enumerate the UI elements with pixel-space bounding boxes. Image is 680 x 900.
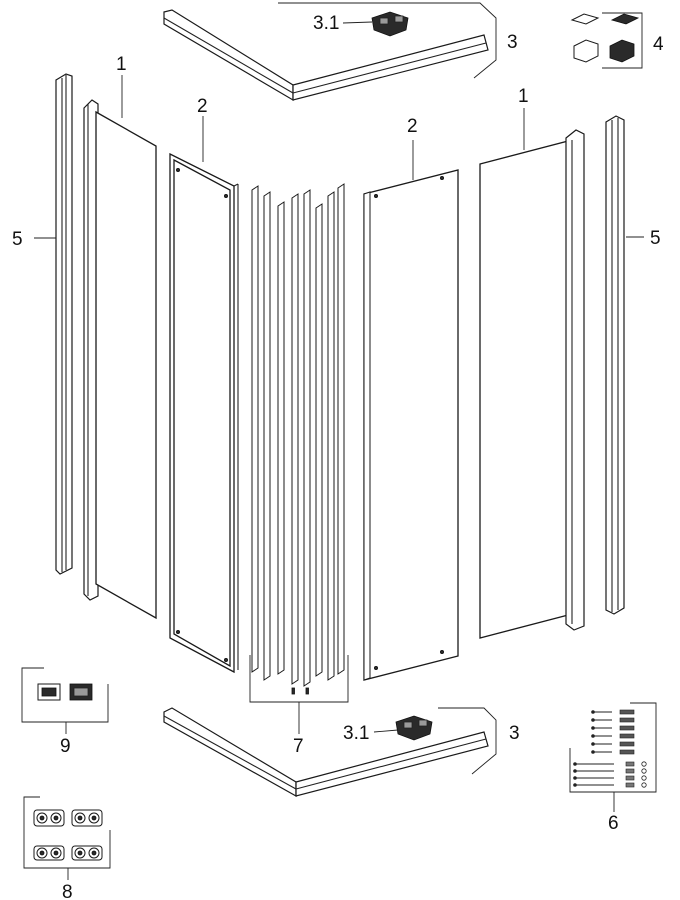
callout-6: 6	[608, 813, 619, 834]
washer	[641, 768, 647, 774]
screw-head	[573, 762, 577, 766]
callout-2-right: 2	[407, 116, 418, 137]
callout-2-left: 2	[197, 96, 208, 117]
callout-3-top: 3	[507, 32, 518, 53]
wall-plug	[619, 725, 635, 731]
wall-profile-right	[605, 115, 625, 615]
bottom-corner-profile	[163, 707, 489, 798]
small-plug	[625, 768, 635, 774]
screw-head	[591, 710, 595, 714]
seal-profiles-set	[251, 183, 345, 695]
screw-head	[591, 726, 595, 730]
screw-head	[573, 769, 577, 773]
leader-8-bracket	[23, 796, 111, 869]
callout-7: 7	[293, 736, 304, 757]
end-caps-set	[570, 13, 640, 63]
wall-plug	[619, 709, 635, 715]
leader-6-bracket	[569, 702, 657, 793]
callout-4: 4	[653, 34, 664, 55]
wall-profile-left	[55, 73, 73, 575]
callout-9: 9	[60, 736, 71, 757]
screw-head	[591, 750, 595, 754]
door-rollers-set	[33, 809, 103, 861]
callout-1-left: 1	[116, 54, 127, 75]
leader-3-top	[278, 2, 497, 79]
wall-plug	[619, 717, 635, 723]
callout-5-right: 5	[650, 228, 661, 249]
washer	[641, 761, 647, 767]
callout-8: 8	[62, 882, 73, 900]
leader-3-bottom	[438, 707, 497, 775]
wall-plug	[619, 749, 635, 755]
screw-head	[591, 734, 595, 738]
leader-4	[602, 12, 643, 69]
screw-head	[573, 776, 577, 780]
leader-9-bracket	[21, 667, 109, 723]
screw-head	[591, 718, 595, 722]
small-plug	[625, 775, 635, 781]
top-corner-connector	[371, 11, 409, 37]
wall-plug	[619, 733, 635, 739]
top-corner-profile	[163, 9, 489, 102]
callout-3-1-bottom: 3.1	[343, 723, 369, 744]
small-plug	[625, 782, 635, 788]
fixed-panel-right	[363, 169, 459, 681]
sliding-door-right	[479, 129, 585, 639]
leader-3-1-bottom	[373, 729, 399, 733]
sliding-door-left	[83, 99, 157, 620]
bottom-corner-connector	[395, 715, 433, 741]
washer	[641, 775, 647, 781]
callout-1-right: 1	[518, 86, 529, 107]
callout-3-1-top: 3.1	[313, 13, 339, 34]
callout-5-left: 5	[12, 229, 23, 250]
screw-head	[573, 783, 577, 787]
leader-3-1-top	[342, 21, 373, 24]
fixed-panel-left	[169, 152, 239, 674]
screw-head	[591, 742, 595, 746]
washer	[641, 782, 647, 788]
screws-and-dowels-set	[573, 709, 647, 788]
wall-plug	[619, 741, 635, 747]
small-plug	[625, 761, 635, 767]
guide-clips-set	[37, 683, 93, 701]
callout-3-bottom: 3	[509, 723, 520, 744]
